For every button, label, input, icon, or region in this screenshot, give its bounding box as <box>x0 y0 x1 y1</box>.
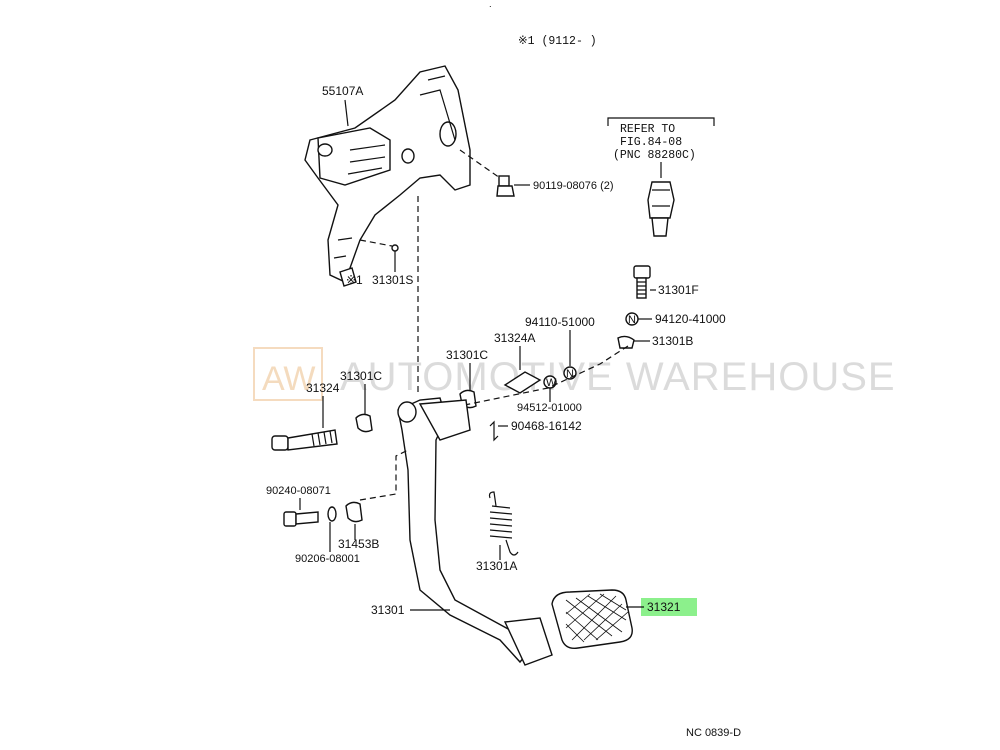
label-94512-01000: 94512-01000 <box>517 402 582 414</box>
label-31324A: 31324A <box>494 331 535 345</box>
bolt-90119 <box>496 175 515 197</box>
watermark-text: AUTOMOTIVE WAREHOUSE <box>340 355 896 399</box>
label-90119-08076: 90119-08076 (2) <box>533 180 614 192</box>
label-90206-08001: 90206-08001 <box>295 553 360 565</box>
mark-31301S: ※1 <box>346 273 363 287</box>
brake-pedal-arm <box>397 397 553 666</box>
highlight-31321 <box>641 598 697 616</box>
label-31324: 31324 <box>306 381 340 395</box>
header-note: ※1 (9112- ) <box>518 35 597 48</box>
label-31301B: 31301B <box>652 334 693 348</box>
watermark-logo-frame <box>253 347 323 401</box>
label-31301S: 31301S <box>372 273 413 287</box>
label-94120-41000: 94120-41000 <box>655 312 726 326</box>
label-31453B: 31453B <box>338 537 379 551</box>
watermark-logo: AW <box>262 360 316 398</box>
mark-N-94120: N <box>628 314 636 326</box>
label-31301C-left: 31301C <box>340 369 382 383</box>
bracket-assembly <box>304 65 471 287</box>
refer-line3: (PNC 88280C) <box>613 149 696 162</box>
label-31301: 31301 <box>371 603 405 617</box>
label-31301C-right: 31301C <box>446 348 488 362</box>
label-94110-51000: 94110-51000 <box>525 315 595 329</box>
label-31301F: 31301F <box>658 283 699 297</box>
top-tick: ˙ <box>489 5 493 17</box>
mark-W: W <box>546 377 557 389</box>
label-31301A: 31301A <box>476 559 517 573</box>
watermark: AW AUTOMOTIVE WAREHOUSE <box>253 347 896 401</box>
refer-line1: REFER TO <box>620 123 675 136</box>
label-90240-08071: 90240-08071 <box>266 485 331 497</box>
refer-box: REFER TO FIG.84-08 (PNC 88280C) <box>607 117 715 178</box>
stop-lamp-switch <box>647 181 675 237</box>
mark-N-94110: N <box>566 368 574 380</box>
return-spring <box>488 491 519 556</box>
label-90468-16142: 90468-16142 <box>511 419 582 433</box>
refer-line2: FIG.84-08 <box>620 136 682 149</box>
pedal-pad <box>551 589 633 650</box>
label-31321[interactable]: 31321 <box>647 600 681 614</box>
bolt-90240 <box>283 511 319 527</box>
footer-code: NC 0839-D <box>686 727 741 739</box>
bolt-31301F <box>633 265 651 299</box>
bolt-31324 <box>271 429 338 451</box>
label-55107A: 55107A <box>322 84 363 98</box>
